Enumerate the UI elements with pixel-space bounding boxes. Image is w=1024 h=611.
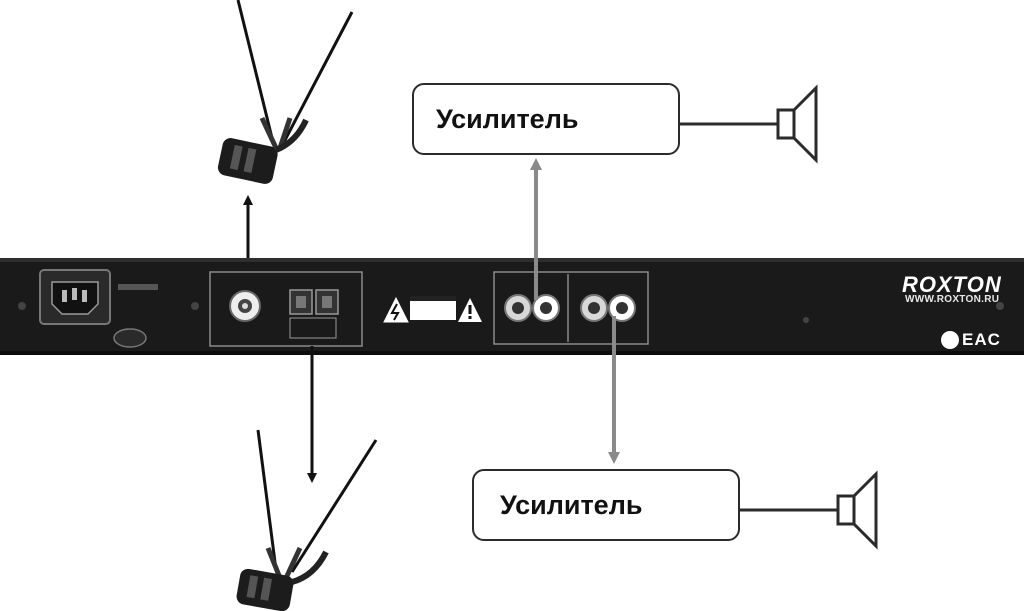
amplifier-box-bottom: Усилитель	[472, 469, 740, 541]
power-socket-icon	[39, 269, 158, 348]
amplifier-label-top: Усилитель	[436, 103, 579, 134]
warning-icon-exclamation	[458, 298, 482, 322]
antenna-icon-bottom	[236, 429, 378, 611]
amplifier-label-bottom: Усилитель	[500, 489, 643, 520]
cert-circle	[941, 331, 959, 349]
website-label: WWW.ROXTON.RU	[905, 294, 1000, 305]
rca-output-section	[493, 271, 649, 345]
antenna-input-section	[209, 271, 363, 347]
warning-icon-electric	[383, 296, 409, 323]
warning-label	[410, 296, 456, 320]
brand-logo: ROXTON	[902, 272, 1002, 297]
speaker-icon-top	[680, 84, 818, 164]
rca-jack-icon	[504, 294, 636, 322]
amplifier-box-top: Усилитель	[412, 83, 680, 155]
eac-mark: EAC	[962, 330, 1001, 349]
antenna-icon-top	[217, 0, 354, 184]
speaker-icon-bottom	[740, 470, 878, 550]
